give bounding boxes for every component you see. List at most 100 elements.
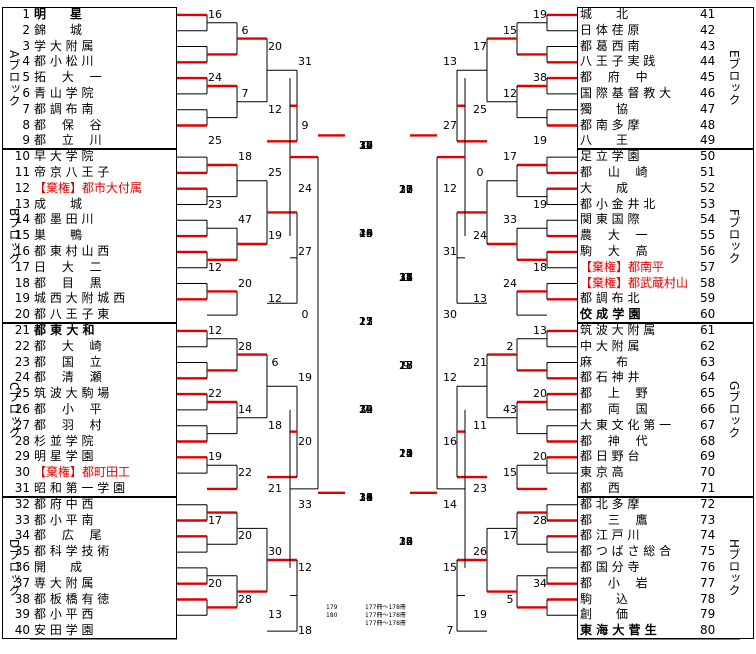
score-label: 25 [473,102,487,116]
left-block-box [2,323,177,497]
team-number: 30 [14,465,30,480]
score-label: 28 [533,513,547,527]
score-label: 17 [399,271,413,284]
team-number: 69 [700,449,716,464]
team-name: 都 羽 村 [34,417,102,432]
team-name: 都 小 平 [34,402,102,416]
team-number: 58 [700,275,716,290]
score-label: 13 [399,359,413,372]
team-name: 都 保 谷 [34,117,102,132]
score-label: 13 [473,292,487,306]
score-label: 43 [503,403,517,416]
team-number: 15 [14,228,30,243]
team-name: 開 成 [34,560,83,574]
team-number: 63 [700,354,716,369]
score-label: 24 [359,403,373,416]
team-name: 杉 並 学 院 [34,433,94,448]
team-name: 都 江 戸 川 [580,528,640,543]
team-number: 45 [700,70,716,85]
score-label: 12 [359,403,373,416]
team-name: 都 目 黒 [34,275,102,290]
score-label: 6 [241,23,249,37]
score-label: 31 [399,271,413,284]
team-row: 3 学 大 附 属 [0,39,756,55]
score-label: 34 [399,535,413,548]
team-number: 42 [700,22,716,37]
team-number: 50 [700,149,716,164]
score-label: 7 [362,403,370,416]
team-name: 八 王 [580,133,629,148]
team-number: 9 [22,133,30,148]
team-row: 27 都 羽 村 [0,418,756,434]
score-label: 31 [298,55,312,69]
team-number: 31 [14,481,30,495]
team-number: 33 [14,512,30,527]
block-label: Aブロック [7,49,21,107]
team-row: 26 都 小 平 [0,402,756,418]
score-label: 10 [359,139,373,152]
score-label: 13 [399,535,413,548]
team-name: 都 葛 西 南 [580,38,640,53]
score-label: 11 [473,418,487,432]
score-label: 34 [533,576,547,590]
team-number: 29 [14,449,30,464]
team-row: 57【棄権】都南平 [0,260,756,276]
team-number: 3 [22,38,30,53]
team-name: 都 府 中 西 [34,496,94,511]
team-number: 24 [14,370,30,385]
block-label: Cブロック [7,381,21,439]
score-label: 12 [268,292,282,306]
score-label: 22 [359,315,373,328]
score-label: 13 [359,227,373,240]
team-number: 2 [22,22,30,37]
team-name: 都 国 立 [34,354,102,369]
team-name: 専 大 附 属 [34,575,94,590]
team-name: 東 京 高 [580,465,624,480]
score-label: 16 [443,434,457,448]
score-label: 16 [208,8,222,21]
team-number: 44 [700,54,716,69]
team-number: 1 [22,7,30,21]
team-number: 66 [700,402,716,416]
team-number: 6 [22,86,30,100]
team-number: 57 [700,259,716,274]
team-number: 43 [700,38,716,53]
score-label: 17 [399,359,413,372]
team-name: 都 つ ば さ 総 合 [580,544,672,559]
score-label: 14 [443,497,457,511]
team-name: 創 価 [580,607,629,622]
team-number: 28 [14,433,30,448]
team-number: 38 [14,591,30,606]
team-row: 28 杉 並 学 院 [0,434,756,450]
team-name: 学 大 附 属 [34,38,94,53]
team-name: 昭 和 第 一 学 園 [34,481,126,495]
team-name: 都 神 代 [580,433,648,448]
team-number: 26 [14,402,30,416]
score-label: 24 [359,491,373,504]
score-label: 17 [399,183,413,196]
team-name: 麻 布 [580,354,629,369]
team-number: 27 [14,417,30,432]
team-number: 20 [14,307,30,322]
team-name: 大 成 [580,180,629,195]
team-name: 青 山 学 院 [34,86,94,100]
team-name: 日 体 荏 原 [580,22,640,37]
team-name: 農 大 一 [580,228,648,243]
score-label: 2 [506,339,514,353]
score-label: 24 [473,229,487,243]
score-label: 24 [503,276,517,290]
score-label: 12 [443,181,457,195]
score-label: 18 [533,260,547,274]
score-label: 38 [359,491,373,504]
score-label: 34 [359,139,373,152]
